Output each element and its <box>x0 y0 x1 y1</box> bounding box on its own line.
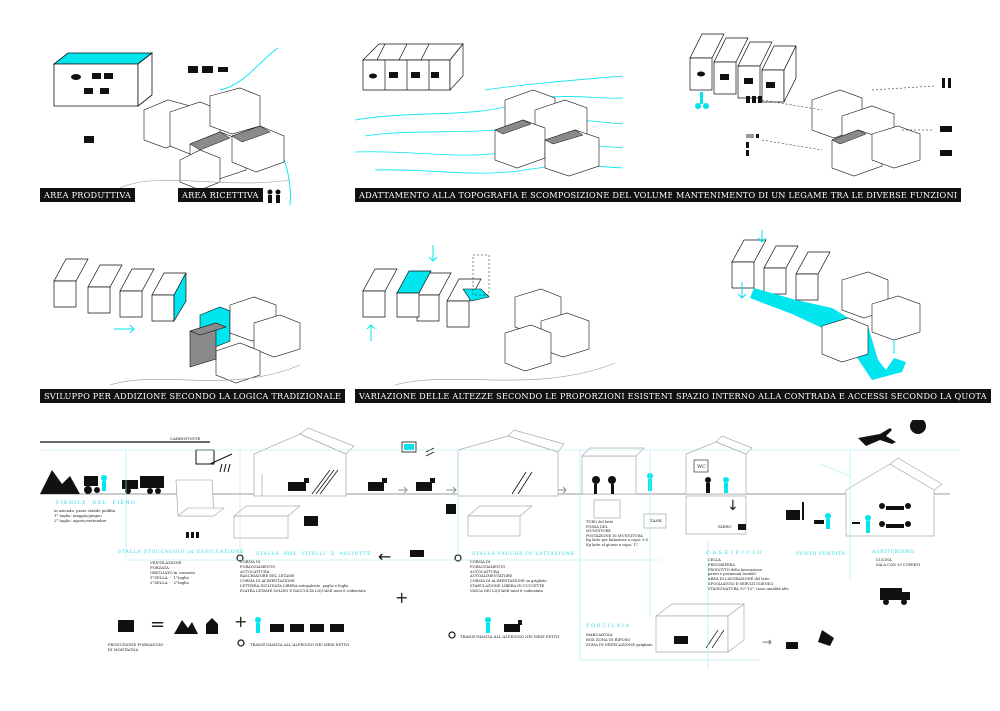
wc-label: WC <box>697 464 706 470</box>
produzione-label: PRODUZIONE FORMAGGIO DI MONTAGNA <box>108 642 164 652</box>
stalla-stoccaggio-title: STALLA STOCCAGGIO ad ESSICCAZIONE <box>118 550 245 555</box>
caption-sviluppo-addizione: SVILUPPO PER ADDIZIONE SECONDO LA LOGICA… <box>40 389 346 403</box>
svg-text:→: → <box>762 635 772 649</box>
panel-6-drawing <box>731 230 921 380</box>
panel-3-drawing <box>689 33 952 177</box>
svg-text:+: + <box>234 612 247 631</box>
svg-text:+: + <box>395 588 408 607</box>
panel-2-drawing <box>355 43 624 177</box>
svg-text:←: ← <box>378 547 391 566</box>
stalla-box-text: CORSIA DI FORAGGIAMENTO AUTOCATTURA RASC… <box>240 560 366 593</box>
panel-5-drawing <box>362 245 616 386</box>
stalla-stoccaggio-text: VENTILAZIONE FORZATA GRIGLIATO in cement… <box>150 560 196 585</box>
panel-legame-funzioni: MANTENIMENTO DI UN LEGAME TRA LE DIVERSE… <box>672 30 962 210</box>
stalla-vacche-text: CORSIA DI FORAGGIAMENTO AUTOCATTURA AUTO… <box>470 560 547 593</box>
panel-1-drawing <box>52 47 291 206</box>
punto-vendita-title: PUNTO VENDITA <box>796 552 846 557</box>
panel-topografia: ADATTAMENTO ALLA TOPOGRAFIA E SCOMPOSIZI… <box>355 40 678 210</box>
panel-4-drawing <box>53 258 301 386</box>
transumanza-label-1: TRANSUMANZA ALL'ALPEGGIO NEI MESI ESTIVI <box>250 642 350 647</box>
fienile-text: in azienda, prato stabile polifita 1° ta… <box>54 508 116 523</box>
caption-area-produttiva: AREA PRODUTTIVA <box>40 188 135 202</box>
production-flow-diagram: ↓ + + ← <box>0 418 1000 707</box>
porcilaia-text: MARCIATOIA BOX ZONA DI RIPOSO ZONA DI DE… <box>586 632 653 647</box>
mungitura-text: TUBO del latte FOSSA DEL MUNGITORE POSTA… <box>586 520 648 547</box>
agriturismo-title: AGRITURISMO <box>872 550 915 555</box>
tank-label: TANK <box>650 518 662 523</box>
caption-topografia: ADATTAMENTO ALLA TOPOGRAFIA E SCOMPOSIZI… <box>355 188 678 202</box>
transumanza-label-2: TRANSUMANZA ALL'ALPEGGIO NEI MESI ESTIVI <box>460 634 560 639</box>
svg-text:↓: ↓ <box>727 498 739 514</box>
siero-label: SIERO <box>718 524 732 529</box>
agriturismo-text: CUCINA SALA CON 30 COPERTI <box>876 558 921 567</box>
stalla-vacche-title: STALLA VACCHE IN LATTAZIONE <box>472 552 575 557</box>
fienile-title: FIENILE DEL FIENO <box>56 500 137 506</box>
caseificio-title: CASEIFICIO <box>706 550 764 556</box>
panel-spazio-interno: SPAZIO INTERNO ALLA CONTRADA E ACCESSI S… <box>672 230 991 410</box>
caption-variazione-altezze: VARIAZIONE DELLE ALTEZZE SECONDO LE PROP… <box>355 389 682 403</box>
caption-legame-funzioni: MANTENIMENTO DI UN LEGAME TRA LE DIVERSE… <box>672 188 962 202</box>
caption-area-ricettiva: AREA RICETTIVA <box>178 188 263 202</box>
panel-sviluppo-addizione: SVILUPPO PER ADDIZIONE SECONDO LA LOGICA… <box>40 245 346 410</box>
porcilaia-title: PORCILAIA <box>586 624 632 629</box>
stalla-box-title: STALLA BOX VITELLI E ASCIUTTE <box>256 552 372 557</box>
caseificio-text: CELLA FRIGORIFERA PRODOTTO della lavoraz… <box>708 558 789 591</box>
equals-sign: = <box>150 614 166 635</box>
flow-drawing: ↓ + + ← <box>40 418 960 670</box>
panel-variazione-altezze: VARIAZIONE DELLE ALTEZZE SECONDO LE PROP… <box>355 245 682 410</box>
panel-area-produttiva: AREA PRODUTTIVA AREA RICETTIVA <box>40 40 340 210</box>
caption-spazio-interno: SPAZIO INTERNO ALLA CONTRADA E ACCESSI S… <box>672 389 991 403</box>
carroponte-label: CARROPONTE <box>170 436 201 441</box>
